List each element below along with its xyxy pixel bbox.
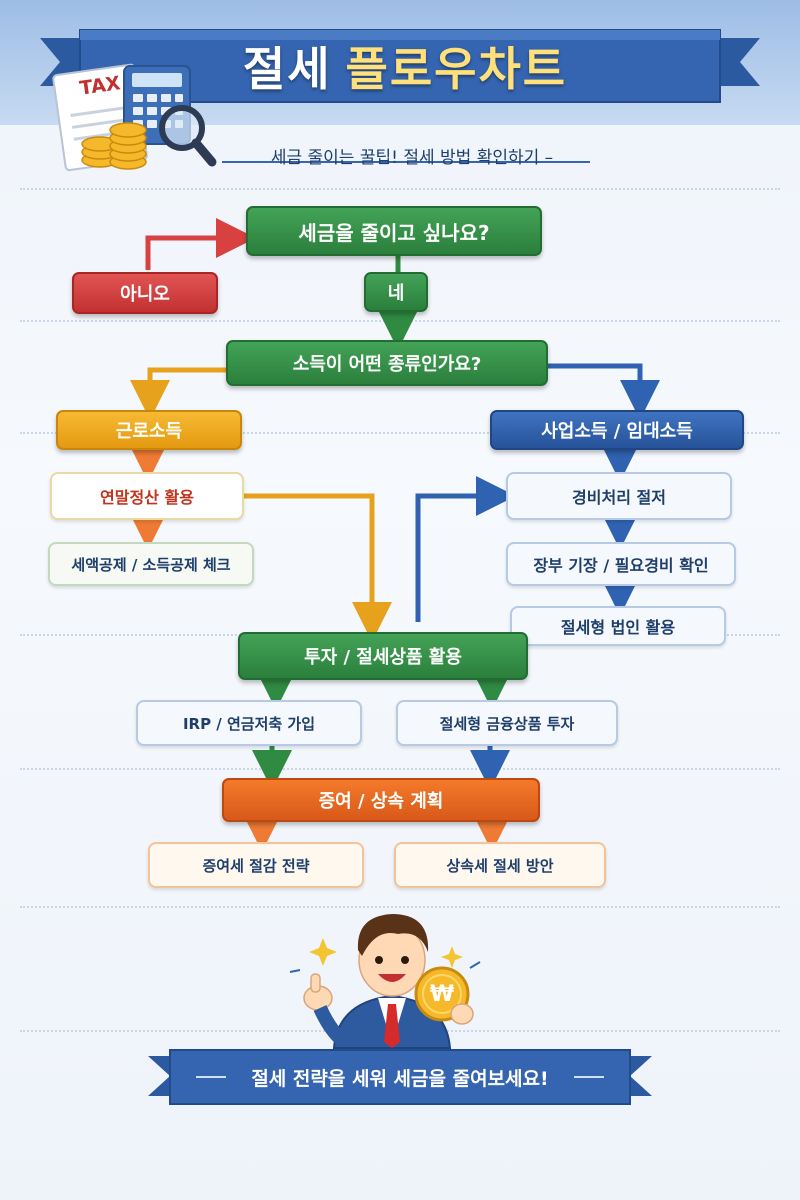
answer-yes: 네 — [364, 272, 428, 312]
divider — [20, 906, 780, 908]
deduction-check-node: 세액공제 / 소득공제 체크 — [48, 542, 254, 586]
title-part-2: 플로우차트 — [345, 42, 568, 96]
question-income-type: 소득이 어떤 종류인가요? — [226, 340, 548, 386]
divider — [20, 188, 780, 190]
answer-no: 아니오 — [72, 272, 218, 314]
investment-node: 투자 / 절세상품 활용 — [238, 632, 528, 680]
business-income-node: 사업소득 / 임대소득 — [490, 410, 744, 450]
page-title: 절세 플로우차트 — [190, 34, 620, 98]
gift-tax-node: 증여세 절감 전략 — [148, 842, 364, 888]
page-subtitle: 세금 줄이는 꿀팁! 절세 방법 확인하기 – — [270, 147, 554, 168]
divider — [20, 768, 780, 770]
corporation-node: 절세형 법인 활용 — [510, 606, 726, 646]
expense-handling-node: 경비처리 절저 — [506, 472, 732, 520]
won-coin-icon: ₩ — [429, 981, 455, 1007]
footer-banner: 절세 전략을 세워 세금을 줄여보세요! — [251, 1067, 549, 1090]
divider — [20, 432, 780, 434]
financial-product-node: 절세형 금융상품 투자 — [396, 700, 618, 746]
inheritance-tax-node: 상속세 절세 방안 — [394, 842, 606, 888]
year-end-settlement-node: 연말정산 활용 — [50, 472, 244, 520]
title-part-1: 절세 — [242, 42, 332, 96]
earned-income-node: 근로소득 — [56, 410, 242, 450]
tax-illustration-icon — [52, 63, 217, 172]
bookkeeping-node: 장부 기장 / 필요경비 확인 — [506, 542, 736, 586]
title-ribbon — [40, 29, 760, 163]
question-reduce-tax: 세금을 줄이고 싶나요? — [246, 206, 542, 256]
gift-inheritance-node: 증여 / 상속 계획 — [222, 778, 540, 822]
irp-node: IRP / 연금저축 가입 — [136, 700, 362, 746]
